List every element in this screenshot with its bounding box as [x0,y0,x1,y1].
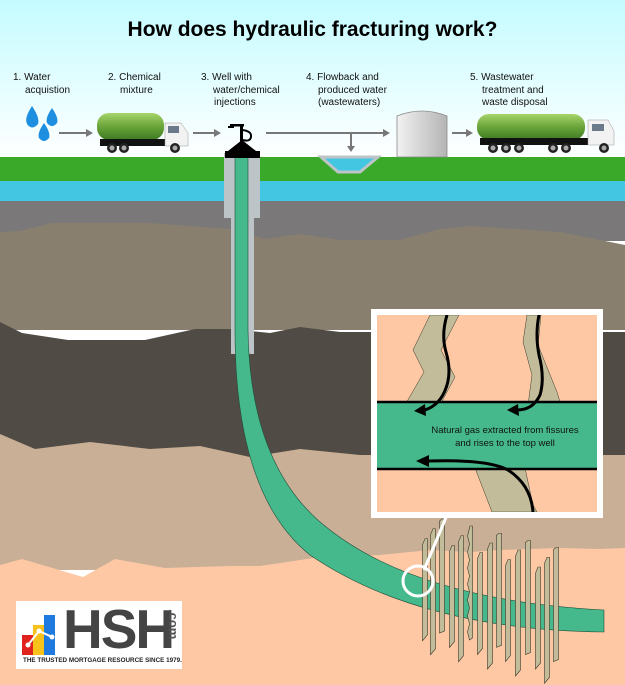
step-label: mixture [120,84,153,96]
fissure [422,538,428,642]
aquifer-layer [0,181,625,202]
fissure [535,566,541,670]
page-title: How does hydraulic fracturing work? [127,18,498,41]
fissure [505,559,511,663]
chemical-truck-icon [97,113,189,153]
step-water-acquisition: 1. Water acquistion [13,72,70,97]
well-pipe [234,149,605,633]
step-label: 3. Well with [201,72,252,83]
step-label: 1. Water [13,72,51,83]
step-label: 5. Wastewater [470,72,534,83]
fissure [553,547,559,662]
step-wastewater-treatment: 5. Wastewater treatment and waste dispos… [470,72,548,110]
step-label: water/chemical [213,84,280,96]
fissure [467,525,473,641]
logo-brand: HSH [63,598,175,660]
fissure [487,542,493,670]
logo-tagline: THE TRUSTED MORTGAGE RESOURCE SINCE 1979… [23,657,182,664]
storage-tank-icon [396,110,448,158]
fissure [439,518,445,634]
grass-layer [0,157,625,182]
wastewater-pond [317,155,383,174]
fissure [496,532,502,648]
hsh-logo[interactable]: HSH .com THE TRUSTED MORTGAGE RESOURCE S… [16,601,182,669]
callout-line: Natural gas extracted from fissures [431,425,579,436]
well-head-icon [225,124,260,158]
fissure [458,535,464,663]
callout-line: and rises to the top well [455,438,555,449]
step-label: 2. Chemical [108,72,161,83]
fissure [525,540,531,655]
fissure [515,549,521,677]
bar-chart-logo-icon [22,615,55,655]
zoom-ring [401,564,435,598]
step-label: acquistion [25,84,71,96]
callout-caption: Natural gas extracted from fissures and … [395,424,615,450]
logo-suffix: .com [166,609,181,640]
step-label: (wastewaters) [318,97,381,108]
step-chemical-mixture: 2. Chemical mixture [108,72,161,97]
step-label: treatment and [482,84,544,96]
fissure [477,552,483,656]
step-label: 4. Flowback and [306,72,379,83]
fissure [544,556,550,685]
wastewater-truck-icon [477,114,615,153]
step-well-injection: 3. Well with water/chemical injections [201,72,280,110]
step-flowback: 4. Flowback and produced water (wastewat… [306,72,387,110]
water-drops-icon [26,106,58,141]
callout-box [371,309,603,518]
fissure [449,545,455,649]
step-label: waste disposal [482,97,548,108]
step-label: injections [214,97,256,108]
callout-leader [422,514,449,571]
process-arrows [59,129,473,152]
step-label: produced water [318,84,387,96]
taupe-rock-layer [0,223,625,330]
